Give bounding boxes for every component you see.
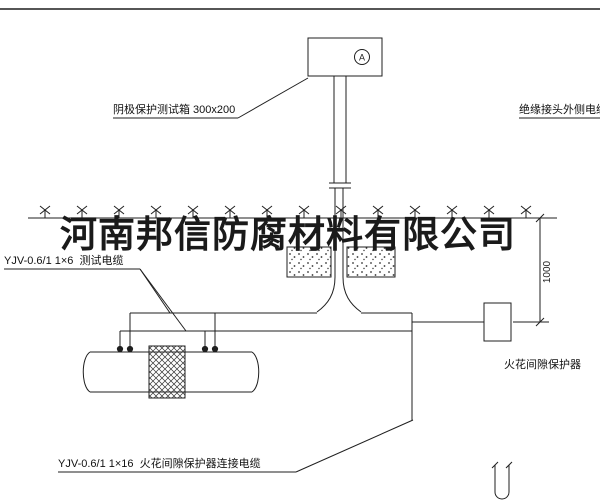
- insulating-joint: [148, 345, 186, 399]
- test-box: A: [307, 37, 383, 77]
- test-cable-label: YJV-0.6/1 1×6 测试电缆: [4, 255, 124, 267]
- spark-gap-protector-label: 火花间隙保护器: [504, 359, 581, 371]
- spark-gap-protector: [483, 302, 512, 342]
- pipe-section-symbol: [491, 461, 513, 500]
- meter-circle-icon: [354, 49, 370, 65]
- insulated-joint-cable-label: 绝缘接头外侧电缆: [519, 104, 600, 116]
- meter-letter: A: [359, 53, 365, 63]
- test-box-label: 阴极保护测试箱 300x200: [113, 104, 236, 116]
- dimension-1000: 1000: [513, 213, 553, 327]
- spark-gap-cable-label: YJV-0.6/1 1×16 火花间隙保护器连接电缆: [58, 458, 261, 470]
- dimension-value: 1000: [542, 260, 553, 283]
- buried-cables: [116, 276, 484, 420]
- concrete-blocks: [286, 246, 396, 278]
- weld-dot-icon: [211, 345, 219, 353]
- conduit: [329, 76, 351, 277]
- weld-dot-icon: [116, 345, 124, 353]
- leader-lines: [4, 77, 600, 473]
- weld-dot-icon: [126, 345, 134, 353]
- watermark-company-name: 河南邦信防腐材料有限公司: [60, 215, 516, 256]
- weld-dot-icon: [201, 345, 209, 353]
